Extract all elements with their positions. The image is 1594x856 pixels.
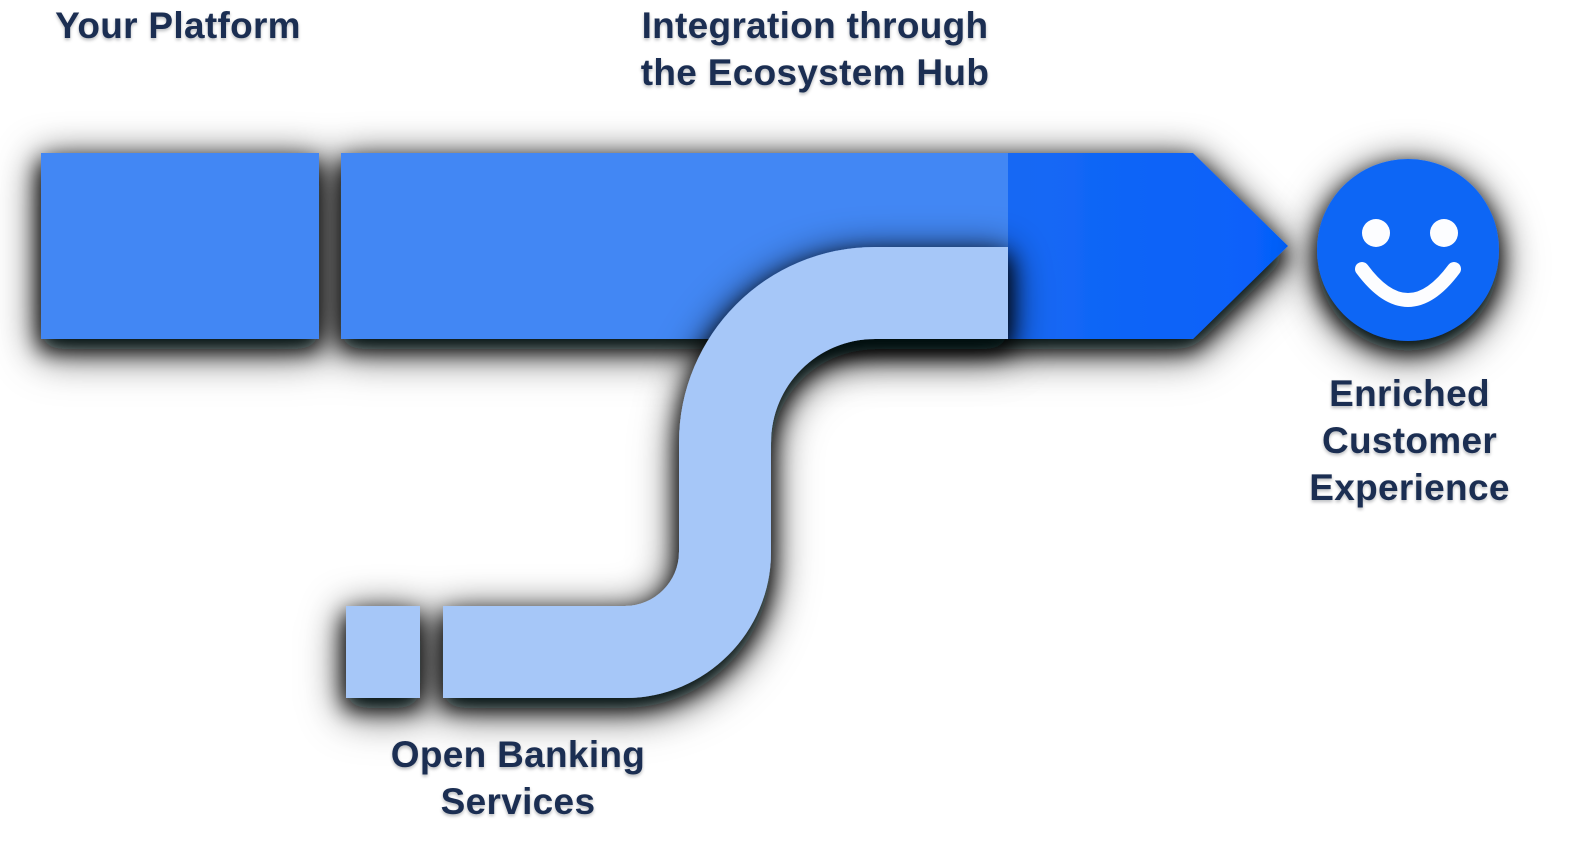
open-banking-label-line2: Services (440, 781, 596, 822)
open-banking-label: Open Banking Services (343, 731, 693, 825)
enriched-experience-label-line2: Customer (1321, 420, 1498, 461)
integration-hub-label-line2: the Ecosystem Hub (640, 52, 990, 93)
open-banking-label-line1: Open Banking (390, 734, 646, 775)
integration-hub-label-line1: Integration through (641, 5, 989, 46)
platform-bar-segment (41, 153, 319, 339)
open-banking-pipe (443, 247, 1008, 698)
main-flow-arrow (41, 153, 1288, 339)
smiley-smile (1355, 262, 1461, 307)
enriched-experience-label: Enriched Customer Experience (1272, 370, 1547, 511)
open-banking-square (346, 606, 420, 698)
smiley-face-icon (1317, 159, 1499, 341)
your-platform-label: Your Platform (28, 2, 328, 49)
open-banking-pipe-group (346, 247, 1008, 698)
smiley-right-eye (1430, 219, 1458, 247)
enriched-experience-label-line1: Enriched (1329, 373, 1490, 414)
arrowhead (1008, 153, 1288, 339)
enriched-experience-label-line3: Experience (1309, 467, 1510, 508)
smiley-left-eye (1362, 219, 1390, 247)
integration-hub-label: Integration through the Ecosystem Hub (565, 2, 1065, 96)
smiley-face-circle (1317, 159, 1499, 341)
your-platform-label-line: Your Platform (55, 5, 301, 46)
